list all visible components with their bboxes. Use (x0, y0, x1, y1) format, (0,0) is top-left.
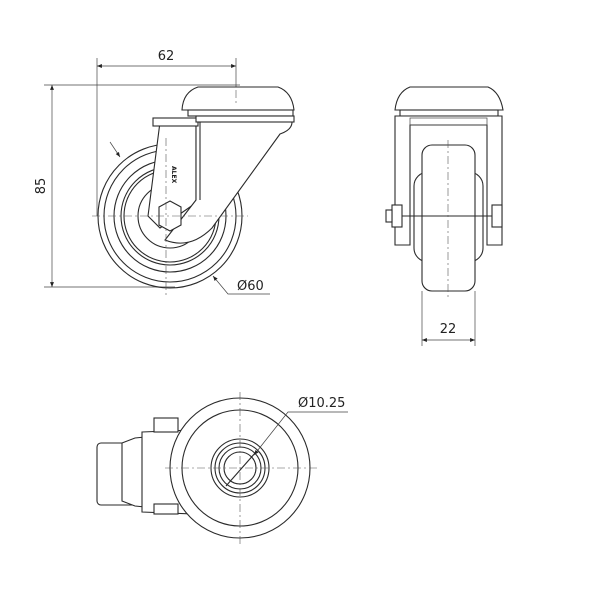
dimension-bolt-hole-diameter: Ø10.25 (225, 396, 348, 487)
axle-hex-nut-icon (158, 200, 182, 232)
bottom-view: Ø10.25 (96, 392, 348, 545)
dimension-width-62: 62 (96, 49, 237, 216)
dimension-wheel-width-22: 22 (421, 291, 476, 346)
bottom-bolt-nut-icon (153, 503, 179, 515)
dimension-wheel-diameter: Ø60 (212, 275, 270, 295)
top-bolt-nut-icon (153, 417, 179, 433)
left-axle-nut-icon (391, 204, 403, 228)
side-fork (147, 117, 293, 244)
side-view: 62 85 (34, 49, 295, 296)
dimension-height-85: 85 (34, 84, 240, 288)
dimension-label-diameter-10-25: Ø10.25 (298, 396, 345, 411)
dimension-label-62: 62 (158, 49, 175, 64)
side-top-mount (181, 86, 295, 123)
front-view: 22 (385, 86, 504, 346)
right-axle-nut-icon (491, 204, 503, 228)
dimension-label-diameter-60: Ø60 (237, 279, 264, 294)
brand-logo: ALEX (170, 166, 177, 184)
dimension-label-22: 22 (440, 322, 457, 337)
dimension-label-85: 85 (34, 178, 49, 195)
front-wheel-tyre (421, 144, 476, 292)
